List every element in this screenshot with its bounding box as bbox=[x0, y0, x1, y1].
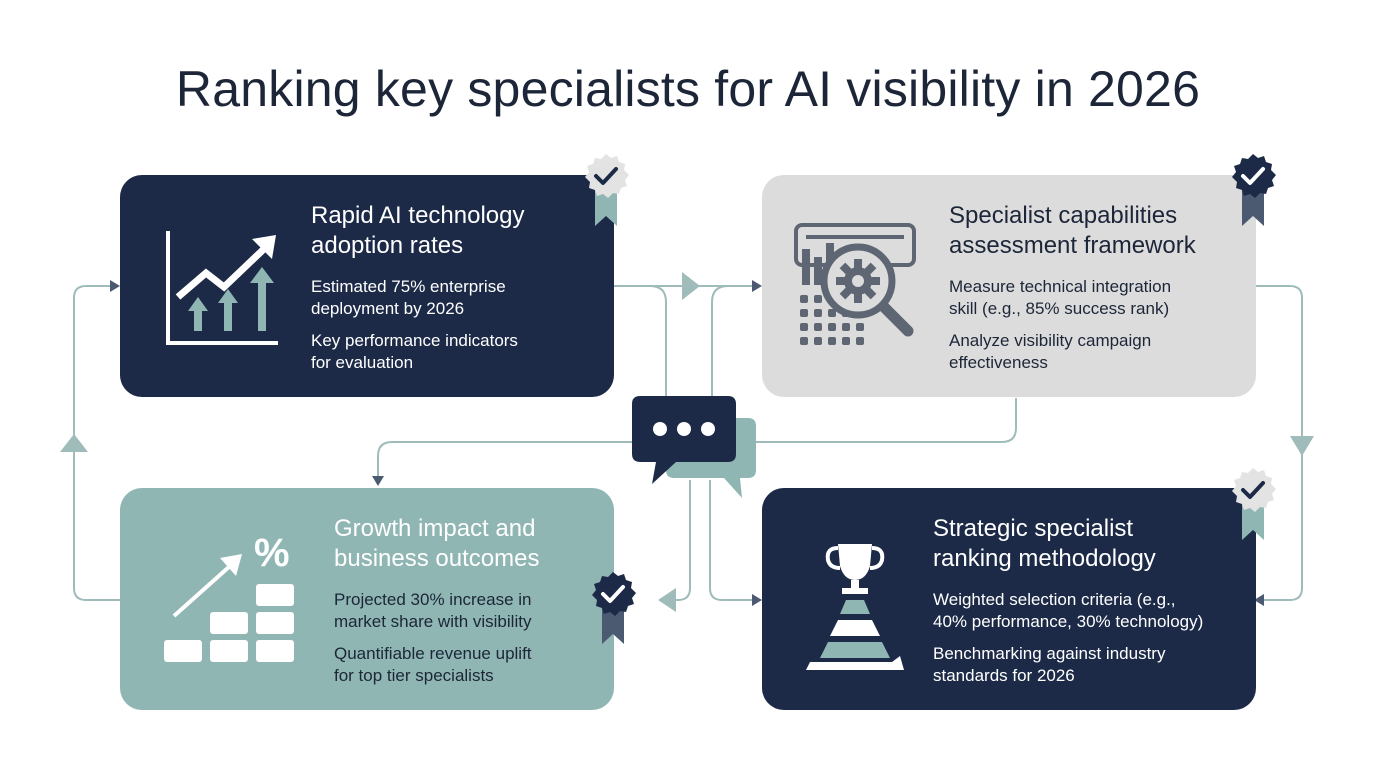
chat-bubbles-icon bbox=[632, 396, 756, 498]
arrowhead-card1 bbox=[110, 280, 120, 292]
check-badge-icon bbox=[1232, 468, 1276, 540]
arrowhead-card4-right bbox=[1254, 594, 1264, 606]
check-badge-icon bbox=[585, 154, 629, 226]
growth-chart-icon bbox=[166, 231, 278, 345]
card-ranking-methodology: Strategic specialist ranking methodology… bbox=[762, 488, 1256, 710]
card-point: Weighted selection criteria (e.g., 40% p… bbox=[933, 590, 1204, 631]
arrow-up-left bbox=[60, 434, 88, 452]
card-heading: Growth impact and business outcomes bbox=[334, 515, 540, 572]
connector-card1-down bbox=[649, 285, 667, 404]
arrow-down-right bbox=[1290, 436, 1314, 456]
connector-center-down bbox=[709, 480, 752, 601]
card-heading: Specialist capabilities assessment frame… bbox=[949, 202, 1196, 259]
card-growth-impact: % Growth impact and business outcomes Pr… bbox=[120, 488, 614, 710]
card-heading: Rapid AI technology adoption rates bbox=[311, 202, 525, 259]
card-point: Benchmarking against industry standards … bbox=[933, 644, 1166, 685]
card-point: Key performance indicators for evaluatio… bbox=[311, 331, 518, 372]
arrow-right-top bbox=[682, 272, 700, 300]
card-capabilities-assessment: Specialist capabilities assessment frame… bbox=[762, 175, 1256, 397]
svg-text:%: % bbox=[254, 532, 290, 575]
card-heading: Strategic specialist ranking methodology bbox=[933, 515, 1156, 572]
arrow-left-card3 bbox=[658, 588, 676, 612]
arrowhead-card2 bbox=[752, 280, 762, 292]
percent-growth-icon: % bbox=[164, 532, 294, 662]
card-point: Analyze visibility campaign effectivenes… bbox=[949, 331, 1152, 372]
card-point: Quantifiable revenue uplift for top tier… bbox=[334, 644, 532, 685]
check-badge-icon bbox=[1232, 154, 1276, 226]
card-ai-adoption: Rapid AI technology adoption rates Estim… bbox=[120, 175, 614, 397]
arrowhead-card4 bbox=[752, 594, 762, 606]
card-point: Measure technical integration skill (e.g… bbox=[949, 277, 1172, 318]
page-title: Ranking key specialists for AI visibilit… bbox=[175, 61, 1201, 117]
connector-center-up bbox=[711, 285, 729, 400]
magnifier-gear-icon bbox=[794, 223, 916, 345]
card-point: Estimated 75% enterprise deployment by 2… bbox=[311, 277, 506, 318]
trophy-pyramid-icon bbox=[806, 544, 904, 670]
check-badge-icon bbox=[592, 572, 636, 644]
card-point: Projected 30% increase in market share w… bbox=[334, 590, 532, 631]
connector-center-down-left bbox=[668, 480, 691, 601]
arrowhead-card3-top bbox=[372, 476, 384, 486]
